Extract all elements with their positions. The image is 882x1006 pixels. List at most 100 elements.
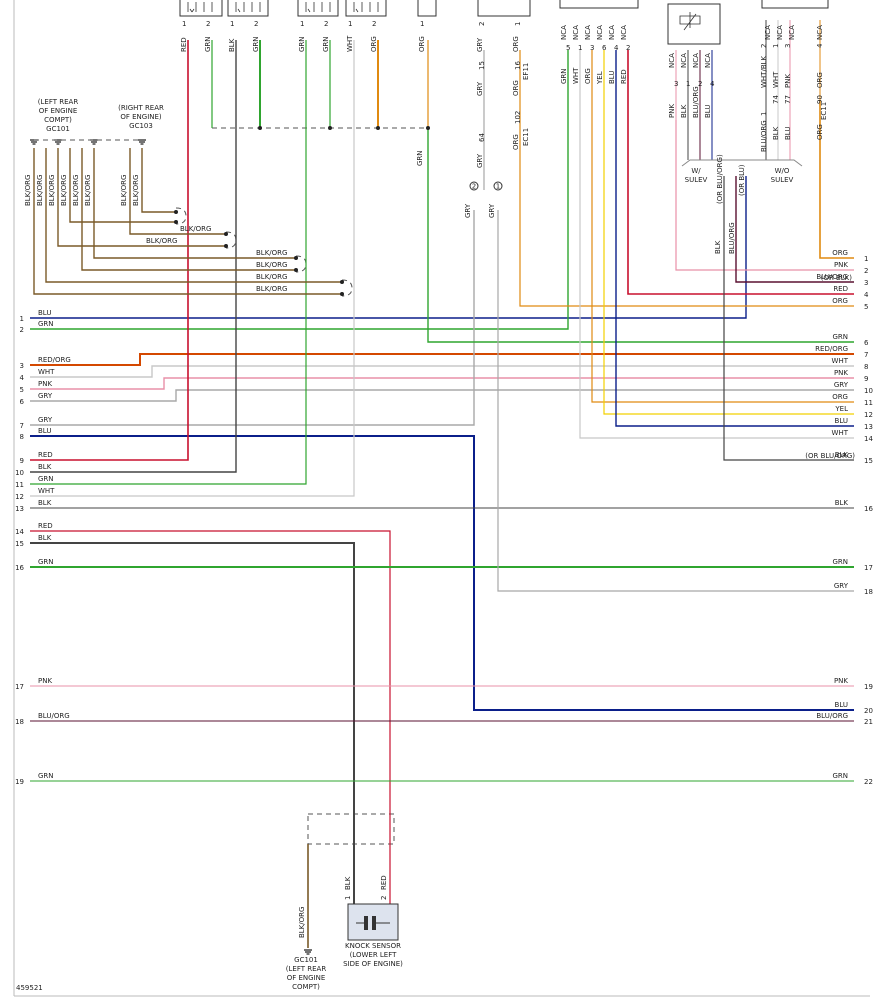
left-pin-8: 8 — [20, 433, 24, 441]
nca-label-9: NCA — [704, 53, 712, 68]
knock-pin-0: 1 — [344, 896, 352, 900]
splice-dot — [426, 126, 430, 130]
nca-label-6: NCA — [668, 53, 676, 68]
wire-org-r1 — [819, 100, 854, 259]
right-wire-label-13: BLU — [835, 417, 848, 425]
left-pin-5: 5 — [20, 386, 24, 394]
mid-label-3: ORG — [512, 80, 520, 96]
left-pin-15: 15 — [15, 540, 24, 548]
left-wire-label-4: WHT — [38, 368, 55, 376]
circled-id — [469, 181, 479, 191]
gnd-label-1: BLK/ORG — [180, 225, 211, 233]
right-wire-label-6: GRN — [832, 333, 848, 341]
left-pin-6: 6 — [20, 398, 25, 406]
gnd-label-5: BLK/ORG — [256, 273, 287, 281]
left-wire-label-3: RED/ORG — [38, 356, 71, 364]
without-sulev-line-2: SULEV — [771, 176, 794, 184]
connector-glyphs — [187, 2, 701, 31]
knock-sensor-caption: KNOCK SENSOR (LOWER LEFT SIDE OF ENGINE) — [343, 942, 403, 968]
right-pin-5: 5 — [864, 303, 868, 311]
knock-sensor-icon — [347, 903, 399, 941]
right-pin-12: 12 — [864, 411, 873, 419]
wire-pnk-r2 — [675, 120, 854, 271]
right-pin-4: 4 — [864, 291, 869, 299]
gnd-vert-label-3: BLK/ORG — [60, 175, 68, 206]
left-wire-label-17: PNK — [38, 677, 52, 685]
right-wire-label-7: RED/ORG — [815, 345, 848, 353]
mid-pin-5: 64 — [478, 133, 486, 142]
gnd-vert-label-1: BLK/ORG — [36, 175, 44, 206]
right-wire-label-20: BLU — [835, 701, 848, 709]
left-pin-9: 9 — [20, 457, 24, 465]
right-pin-7: 7 — [864, 351, 868, 359]
ground-bottom-line-1: GC101 — [294, 956, 318, 964]
gnd-vert-label-2: BLK/ORG — [48, 175, 56, 206]
knock-sensor-line-2: (LOWER LEFT — [350, 951, 398, 959]
ground-bottom-caption: GC101 (LEFT REAR OF ENGINE COMPT) — [286, 956, 327, 991]
left-pin-1: 1 — [20, 315, 24, 323]
right-pin-19: 19 — [864, 683, 873, 691]
left-wire-label-16: GRN — [38, 558, 54, 566]
sensor-pin-0: 3 — [674, 80, 678, 88]
nca-label-11: NCA — [776, 25, 784, 40]
left-wire-label-14: RED — [38, 522, 53, 530]
circled-id-label-0: 2 — [472, 183, 476, 191]
right-wire-label-4: RED — [833, 285, 848, 293]
left-pin-13: 13 — [15, 505, 24, 513]
wire-labels: 1BLU2GRN3RED/ORG4WHT5PNK6GRY7GRY8BLU9RED… — [15, 20, 873, 938]
wire-gnd-e — [81, 148, 296, 271]
ground-bottom-line-4: COMPT) — [292, 983, 320, 991]
left-pin-3: 3 — [20, 362, 24, 370]
nca-label-3: NCA — [596, 25, 604, 40]
wire-blu-r13 — [615, 50, 854, 427]
left-wire-label-13: BLK — [38, 499, 52, 507]
gry-vert-7: GRY — [464, 203, 472, 218]
splice-dot — [174, 220, 178, 224]
right-pin-3: 3 — [864, 279, 868, 287]
shield-lines — [34, 127, 428, 845]
blu-org-vert: BLU/ORG — [728, 222, 736, 254]
knock-sensor-line-3: SIDE OF ENGINE) — [343, 960, 403, 968]
mid-label-6: ORG — [512, 134, 520, 150]
ecm-pin-0: 5 — [566, 44, 570, 52]
nca-label-7: NCA — [680, 53, 688, 68]
splice-dot — [328, 126, 332, 130]
right-pin-17: 17 — [864, 564, 873, 572]
right-note-or-blu-org: (OR BLU/ORG) — [805, 452, 855, 460]
mid-label-7: EC11 — [522, 128, 530, 146]
gnd-vert-label-4: BLK/ORG — [72, 175, 80, 206]
left-wire-label-8: BLU — [38, 427, 51, 435]
ground-left-line-4: GC101 — [46, 125, 70, 133]
top-wire-label-4: GRN — [298, 36, 306, 52]
right-note-or-blk: (OR BLK) — [821, 274, 853, 282]
right-wire-label-14: WHT — [832, 429, 849, 437]
splice-dot — [224, 232, 228, 236]
right-wire-label-1: ORG — [832, 249, 848, 257]
right-pin-13: 13 — [864, 423, 873, 431]
ground-bottom-line-3: OF ENGINE — [287, 974, 326, 982]
or-blu-vert: (OR BLU) — [738, 164, 746, 196]
gnd-bottom-label: BLK/ORG — [298, 907, 306, 938]
ground-icon — [90, 139, 98, 145]
top-wire-pin-8: 1 — [420, 20, 424, 28]
wire-org-r11 — [591, 50, 854, 403]
o2-pin-0: 2 — [760, 44, 768, 48]
grn-vert-r6: GRN — [416, 150, 424, 166]
sensor-wire-label-3: BLU — [704, 105, 712, 118]
wire-blu-1 — [30, 176, 747, 319]
ground-icon — [30, 139, 38, 145]
top-wire-pin-0: 1 — [182, 20, 186, 28]
left-pin-17: 17 — [15, 683, 24, 691]
wire-wht-r14 — [579, 50, 854, 439]
wire-yel-r12 — [603, 50, 854, 415]
knock-pin-1: 2 — [380, 896, 388, 900]
top-connectors — [179, 0, 829, 45]
left-pin-16: 16 — [15, 564, 24, 572]
ground-bottom-line-2: (LEFT REAR — [286, 965, 327, 973]
left-pin-12: 12 — [15, 493, 24, 501]
mid-label-5: GRY — [476, 153, 484, 168]
o2-wire-label-3: ORG — [816, 72, 824, 88]
top-wire-pin-1: 2 — [206, 20, 210, 28]
right-pin-21: 21 — [864, 718, 873, 726]
